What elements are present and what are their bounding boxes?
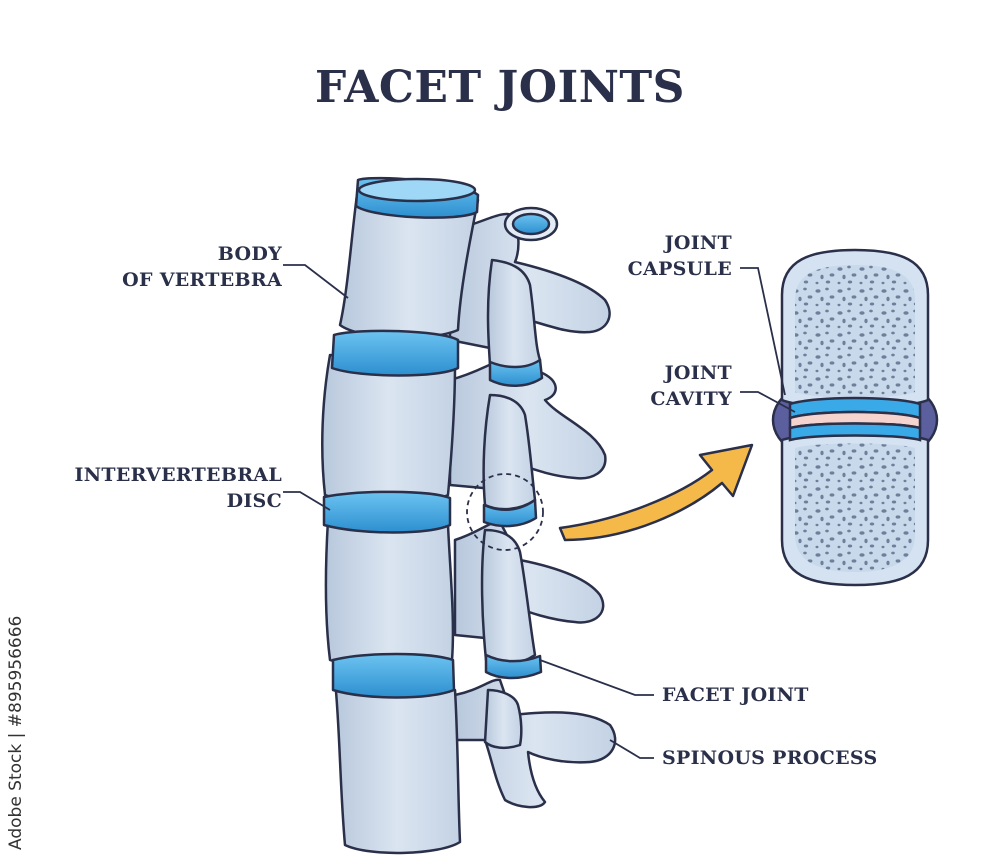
diagram-title: FACET JOINTS xyxy=(315,62,685,113)
label-line: CAPSULE xyxy=(627,258,732,280)
label-line: BODY xyxy=(217,243,282,265)
facet-joint-bands xyxy=(482,358,544,680)
facet-joint-zoom xyxy=(771,248,939,587)
label-line: INTERVERTEBRAL xyxy=(74,464,282,486)
leader-facet-joint xyxy=(539,659,654,696)
stock-watermark: Adobe Stock | #895956666 xyxy=(6,616,28,850)
watermark-text: Adobe Stock | #895956666 xyxy=(6,615,26,850)
label-line: JOINT xyxy=(664,362,732,384)
articular-pillars xyxy=(480,258,542,750)
leader-intervertebral-disc xyxy=(283,491,331,511)
zoom-arrow xyxy=(558,443,754,542)
leader-lines xyxy=(283,264,796,759)
leader-joint-cavity xyxy=(740,391,796,413)
leader-body-of-vertebra xyxy=(283,264,349,299)
leader-spinous-process xyxy=(609,739,654,759)
vertebral-column xyxy=(321,176,617,855)
label-joint-capsule: JOINT CAPSULE xyxy=(628,230,732,282)
label-line: DISC xyxy=(226,490,282,512)
label-joint-cavity: JOINT CAVITY xyxy=(650,360,732,412)
label-line: JOINT xyxy=(664,232,732,254)
label-body-of-vertebra: BODY OF VERTEBRA xyxy=(122,241,282,293)
facet-highlight-circle xyxy=(466,473,544,551)
label-spinous-process: SPINOUS PROCESS xyxy=(662,747,878,769)
label-intervertebral-disc: INTERVERTEBRAL DISC xyxy=(75,462,282,514)
label-facet-joint: FACET JOINT xyxy=(662,684,809,706)
leader-joint-capsule xyxy=(740,267,786,396)
intervertebral-discs xyxy=(322,176,480,699)
label-line: CAVITY xyxy=(650,388,732,410)
label-line: OF VERTEBRA xyxy=(122,269,282,291)
vertebral-bodies xyxy=(321,193,480,855)
